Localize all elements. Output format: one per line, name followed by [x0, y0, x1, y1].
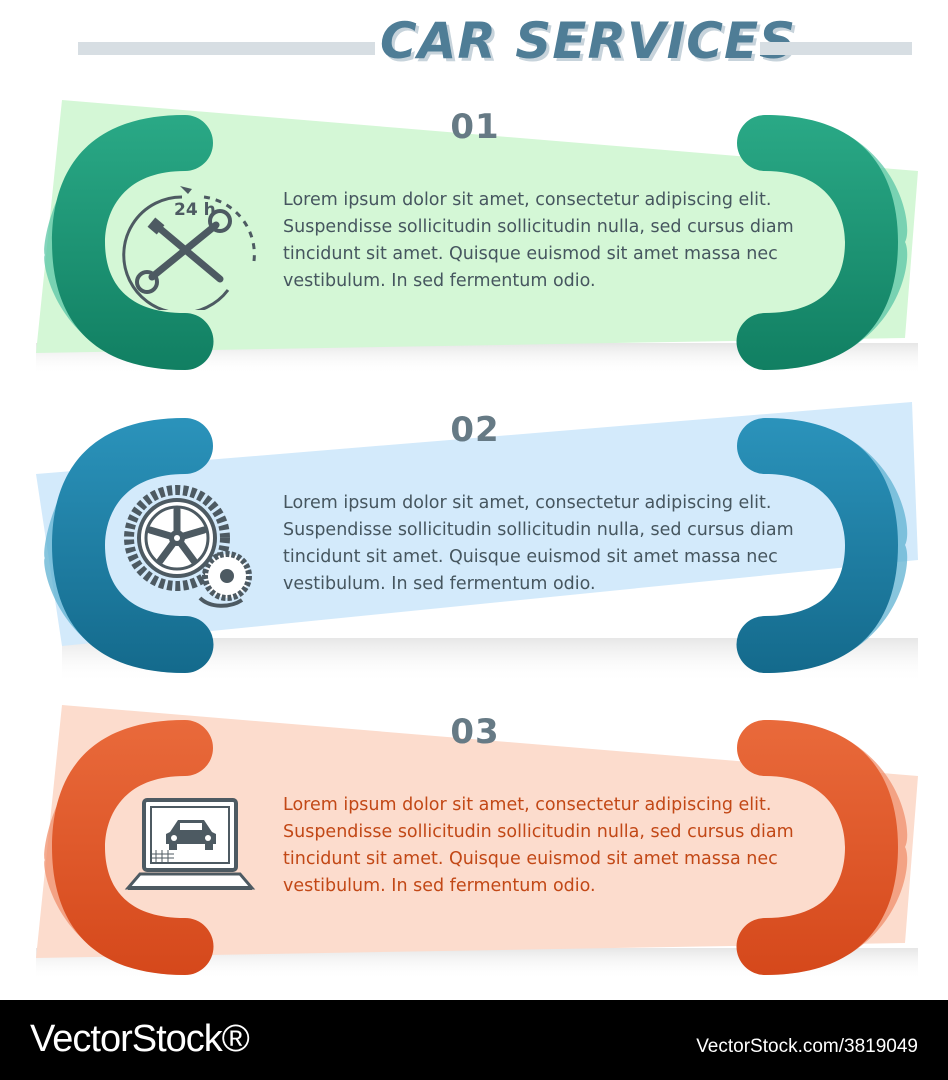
card-3-line: tincidunt sit amet. Quisque euismod sit …: [283, 849, 778, 869]
service-card-2: 02 Lorem ipsum dolor sit amet, consectet…: [0, 398, 948, 688]
service-card-3: 03 Lorem ipsum dolor sit amet, consectet…: [0, 700, 948, 990]
card-1-number: 01: [450, 107, 500, 147]
card-1-panel: [36, 100, 918, 353]
card-3-line: Suspendisse sollicitudin sollicitudin nu…: [283, 822, 794, 842]
card-2-background: [36, 402, 918, 683]
card-1-left-bracket: [52, 115, 214, 370]
24h-label: 24 h: [174, 200, 216, 220]
header-rule-left: [78, 42, 375, 55]
card-3-background: [36, 705, 918, 980]
card-2-panel: [36, 402, 918, 646]
card-1-description: Lorem ipsum dolor sit amet, consectetur …: [283, 187, 843, 295]
card-2-left-bracket: [52, 418, 214, 673]
card-2-line: vestibulum. In sed fermentum odio.: [283, 574, 596, 594]
vectorstock-logo: VectorStock®: [30, 1018, 250, 1060]
page-title: CAR SERVICES: [380, 12, 797, 70]
card-3-left-bracket: [52, 720, 214, 975]
service-card-1: 01 24 h Lorem ipsum dolor sit amet, cons…: [0, 95, 948, 385]
card-1-line: tincidunt sit amet. Quisque euismod sit …: [283, 244, 778, 264]
card-2-right-bracket: [736, 418, 898, 673]
card-3-line: vestibulum. In sed fermentum odio.: [283, 876, 596, 896]
card-2-line: Suspendisse sollicitudin sollicitudin nu…: [283, 520, 794, 540]
header: CAR SERVICES: [0, 0, 948, 100]
image-id: VectorStock.com/3819049: [696, 1036, 918, 1057]
wheel-brake-icon: [124, 485, 252, 608]
card-3-panel: [36, 705, 918, 958]
card-2-line: tincidunt sit amet. Quisque euismod sit …: [283, 547, 778, 567]
card-2-description: Lorem ipsum dolor sit amet, consectetur …: [283, 490, 843, 598]
card-3-description: Lorem ipsum dolor sit amet, consectetur …: [283, 792, 843, 900]
card-3-number: 03: [450, 712, 500, 752]
card-1-right-bracket: [736, 115, 898, 370]
card-3-right-bracket: [736, 720, 898, 975]
card-1-line: vestibulum. In sed fermentum odio.: [283, 271, 596, 291]
card-3-line: Lorem ipsum dolor sit amet, consectetur …: [283, 795, 772, 815]
card-1-line: Lorem ipsum dolor sit amet, consectetur …: [283, 190, 772, 210]
laptop-car-diagnostics-icon: [124, 798, 256, 890]
card-2-line: Lorem ipsum dolor sit amet, consectetur …: [283, 493, 772, 513]
card-1-background: [36, 100, 918, 375]
24h-repair-icon: 24 h: [122, 186, 256, 310]
header-rule-right: [760, 42, 912, 55]
card-1-line: Suspendisse sollicitudin sollicitudin nu…: [283, 217, 794, 237]
watermark-bar: VectorStock® VectorStock.com/3819049: [0, 1000, 948, 1080]
card-2-number: 02: [450, 410, 500, 450]
